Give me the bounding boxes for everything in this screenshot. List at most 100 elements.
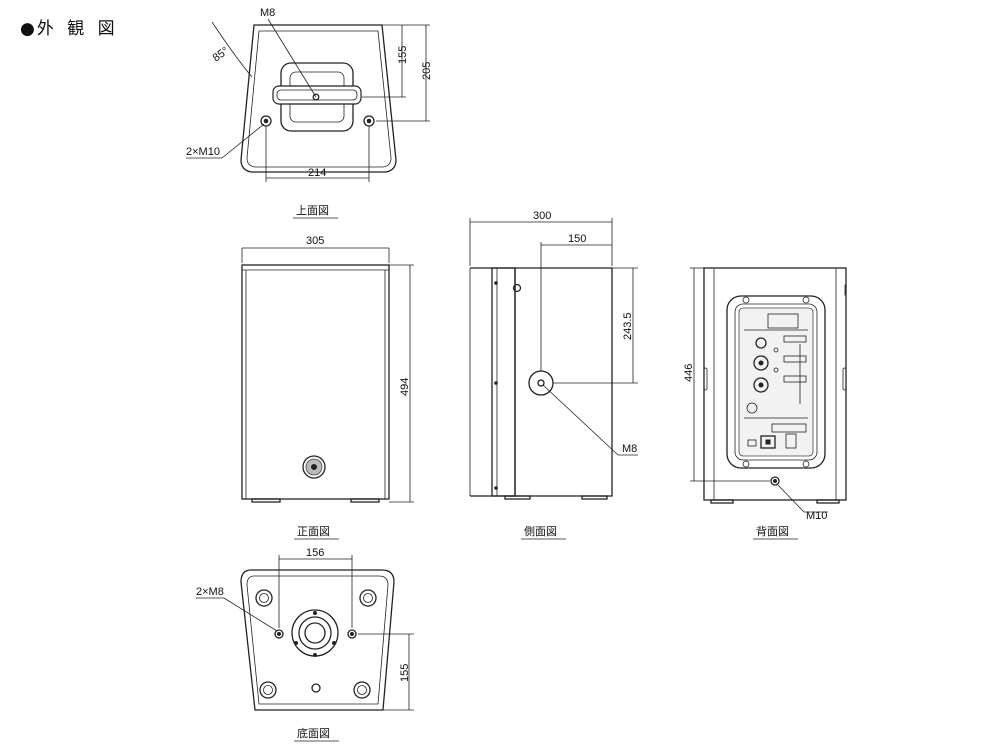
- back-height-label: 446: [683, 364, 695, 382]
- socket-screw-1: [313, 611, 317, 615]
- top-holes-label: 2×M10: [186, 146, 220, 158]
- side-m8-label: M8: [622, 443, 637, 455]
- side-depth-label: 300: [533, 210, 551, 222]
- back-view: 446 M10 背面図: [683, 267, 847, 540]
- m8-hole-top: [312, 93, 320, 101]
- panel-text-1: [783, 335, 807, 343]
- panel-text-2: [783, 355, 807, 363]
- top-view-inner-outline: [246, 30, 392, 168]
- m10-hole-right-center: [366, 118, 372, 124]
- combo-jack-2: [753, 377, 769, 393]
- socket-screw-4: [313, 653, 317, 657]
- front-foot-right: [350, 498, 380, 503]
- combo-jack-1-center: [758, 360, 764, 366]
- bottom-m8-left-center: [277, 632, 281, 636]
- top-view-caption: 上面図: [296, 204, 329, 217]
- power-inlet: [760, 435, 776, 449]
- back-m10-hole: [770, 476, 780, 486]
- front-view: 305 494 正面図: [241, 235, 414, 540]
- bottom-view-caption: 底面図: [297, 726, 330, 740]
- panel-screw-br: [802, 460, 810, 468]
- panel-screw-bl: [742, 460, 750, 468]
- side-m8-hole: [537, 379, 545, 387]
- output-jack: [746, 402, 758, 414]
- back-foot-right: [816, 499, 840, 504]
- bottom-pole-socket-mid: [298, 616, 332, 650]
- side-view: 300 150 243.5 M8 側面図: [469, 210, 638, 540]
- top-angle-label: 85°: [211, 45, 232, 64]
- panel-logo-block: [767, 313, 799, 329]
- amp-panel-inner: [734, 303, 818, 461]
- front-logo-ring: [302, 455, 326, 479]
- back-side-slot-right: [842, 367, 847, 391]
- side-dot-2: [494, 381, 498, 385]
- panel-text-3: [783, 375, 807, 383]
- angle-arc: [211, 21, 253, 78]
- panel-led-1: [773, 347, 779, 353]
- side-view-caption: 側面図: [524, 525, 557, 538]
- title-text: 外 観 図: [36, 19, 119, 39]
- back-m10-label: M10: [806, 510, 827, 522]
- socket-screw-3: [294, 641, 298, 645]
- title-bullet: ●: [20, 19, 35, 39]
- amp-panel-face: [738, 307, 814, 457]
- foot-tr-inner: [363, 593, 373, 603]
- back-m10-leader: [776, 483, 805, 513]
- foot-tl-inner: [259, 593, 269, 603]
- side-foot-right: [581, 495, 608, 500]
- side-dot-1: [494, 281, 498, 285]
- foot-tr: [359, 589, 377, 607]
- foot-bl: [259, 681, 277, 699]
- panel-screw-tl: [742, 296, 750, 304]
- foot-tl: [255, 589, 273, 607]
- page-title: ●外 観 図: [20, 14, 119, 39]
- foot-bl-inner: [263, 685, 273, 695]
- m10-leader: [221, 123, 265, 159]
- combo-jack-2-center: [758, 382, 764, 388]
- side-front-frame: [470, 267, 516, 497]
- bottom-pole-socket-inner: [304, 622, 326, 644]
- combo-jack-1: [753, 355, 769, 371]
- fuse-holder: [747, 439, 757, 447]
- back-side-slot-left: [703, 367, 708, 391]
- top-205-label: 205: [421, 62, 433, 80]
- input-knob-1: [755, 337, 767, 349]
- bottom-m8-leader: [223, 597, 278, 632]
- back-foot-left: [710, 499, 734, 504]
- side-screw-top: [512, 283, 522, 293]
- bottom-m8-right-center: [350, 632, 354, 636]
- bottom-m8-right: [347, 629, 357, 639]
- front-view-caption: 正面図: [297, 525, 330, 538]
- foot-br-inner: [357, 685, 367, 695]
- side-m8-leader: [542, 384, 619, 456]
- side-h243-label: 243.5: [622, 312, 634, 340]
- side-half-label: 150: [568, 233, 586, 245]
- panel-led-2: [773, 367, 779, 373]
- back-side-mark: [844, 284, 847, 296]
- power-switch: [785, 433, 797, 449]
- back-m10-hole-center: [773, 479, 777, 483]
- m10-hole-left-center: [263, 118, 269, 124]
- bottom-holes-label: 2×M8: [196, 586, 224, 598]
- front-logo-center: [311, 464, 317, 470]
- panel-text-4: [771, 423, 807, 433]
- front-width-label: 305: [306, 235, 324, 247]
- bottom-inner-outline: [246, 575, 389, 705]
- m8-leader-top: [267, 18, 317, 98]
- bottom-view: 2×M8 156 155 底面図: [196, 547, 414, 742]
- top-view: M8 85° 2×M10 155 205 214 上面図: [186, 7, 433, 219]
- top-155-label: 155: [397, 46, 409, 64]
- back-view-caption: 背面図: [756, 524, 789, 538]
- side-foot-left: [504, 495, 531, 500]
- foot-br: [353, 681, 371, 699]
- side-cabinet: [515, 267, 613, 497]
- amp-panel-outer: [726, 295, 826, 469]
- bottom-156-label: 156: [306, 547, 324, 559]
- panel-screw-tr: [802, 296, 810, 304]
- bottom-small-hole: [311, 683, 321, 693]
- front-foot-left: [251, 498, 281, 503]
- top-view-outline: [240, 24, 397, 173]
- side-dot-3: [494, 486, 498, 490]
- top-214-label: 214: [308, 167, 326, 179]
